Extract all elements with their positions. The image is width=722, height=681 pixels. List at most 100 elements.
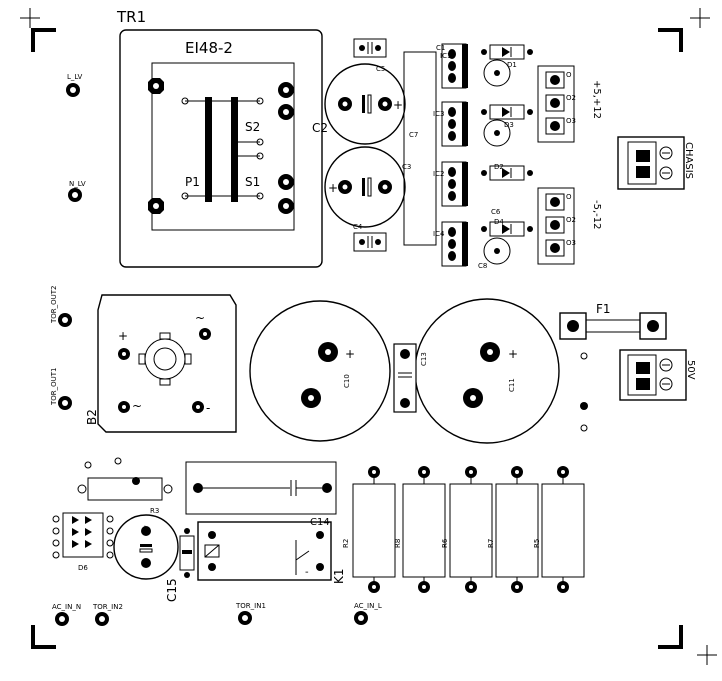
- c1-label: C1: [436, 44, 445, 52]
- c10-label: C10: [343, 374, 351, 388]
- svg-text:TOR_OUT2: TOR_OUT2: [50, 285, 58, 324]
- svg-text:AC_IN_N: AC_IN_N: [52, 603, 81, 611]
- c3-label: C3: [402, 163, 411, 171]
- transformer-tr1: TR1 EI48-2 S2 S1 P1: [116, 8, 323, 268]
- p1-label: P1: [185, 175, 200, 189]
- svg-text:O3: O3: [566, 239, 576, 247]
- capacitor-c14: C14: [185, 461, 337, 528]
- k1-label: K1: [332, 568, 346, 584]
- s2-label: S2: [245, 120, 260, 134]
- ei48-label: EI48-2: [185, 39, 233, 57]
- svg-text:AC_IN_L: AC_IN_L: [354, 602, 382, 610]
- svg-text:+: +: [393, 98, 403, 112]
- d2-label: D2: [494, 163, 504, 171]
- svg-text:TOR_IN1: TOR_IN1: [235, 602, 266, 610]
- capacitor-c11: + C11: [414, 298, 560, 444]
- regulator-ic4: IC4: [433, 221, 468, 267]
- diode-d1: D1: [481, 44, 533, 87]
- c2-label: C2: [312, 121, 328, 135]
- svg-text:~: ~: [132, 399, 142, 413]
- capacitor-c10: + C10: [249, 300, 391, 442]
- svg-text:+: +: [508, 347, 518, 361]
- r3-label: R3: [150, 507, 159, 515]
- relay-k1: - K1: [197, 521, 346, 584]
- svg-text:L_LV: L_LV: [67, 73, 83, 81]
- capacitor-c3: + C3: [324, 146, 411, 228]
- pin-tor-out1: TOR_OUT1: [50, 367, 72, 410]
- r5-label: R5: [533, 539, 541, 548]
- diode-d3: D3: [481, 104, 533, 147]
- r8-label: R8: [394, 539, 402, 548]
- c7-label: C7: [409, 131, 418, 139]
- pin-n-lv: N_LV: [68, 180, 86, 202]
- pin-ac-in-n: AC_IN_N: [52, 603, 81, 626]
- c6-label: C6: [491, 208, 501, 216]
- svg-text:+: +: [345, 347, 355, 361]
- c11-label: C11: [508, 378, 516, 392]
- ic2-label: IC2: [433, 170, 444, 178]
- regulator-ic1: IC1: [440, 43, 468, 89]
- svg-text:~: ~: [195, 311, 205, 325]
- bridge-rectifier-b2: + - ~ ~ B2: [85, 294, 237, 433]
- registration-cross-bottom-right: [697, 645, 717, 665]
- svg-text:-: -: [206, 401, 210, 415]
- registration-cross-top-left: [20, 8, 40, 28]
- f1-label: F1: [596, 302, 611, 316]
- d1-label: D1: [507, 61, 517, 69]
- b2-label: B2: [85, 409, 99, 425]
- tr1-outline: [119, 29, 323, 268]
- svg-text:TOR_OUT1: TOR_OUT1: [50, 367, 58, 406]
- ic3-label: IC3: [433, 110, 444, 118]
- diode-pack-d6: D6: [52, 512, 114, 572]
- r6-label: R6: [441, 538, 449, 548]
- pin-ac-in-l: AC_IN_L: [354, 602, 382, 625]
- regulator-ic2: IC2: [433, 161, 468, 207]
- chasis-label: CHASIS: [683, 142, 694, 179]
- capacitor-c13: C13: [393, 343, 428, 413]
- diode-d2: D2: [481, 163, 533, 181]
- svg-text:N_LV: N_LV: [69, 180, 86, 188]
- resistor-r2: R2: [342, 466, 396, 593]
- resistor-r7: R7: [487, 466, 539, 593]
- ic1-label: IC1: [440, 52, 451, 60]
- capacitor-c5: C5: [353, 38, 387, 73]
- c13-label: C13: [420, 352, 428, 366]
- resistor-r8: R8: [394, 466, 446, 593]
- registration-cross-top-right: [690, 8, 710, 28]
- pin-tor-in2: TOR_IN2: [92, 603, 123, 626]
- minus5-minus12-label: -5,-12: [591, 200, 602, 229]
- c5-label: C5: [376, 65, 385, 73]
- d4-label: D4: [494, 218, 504, 226]
- tr1-label: TR1: [116, 8, 146, 26]
- svg-text:+: +: [118, 329, 128, 343]
- svg-text:O: O: [566, 193, 572, 201]
- tr1-core: [151, 62, 295, 231]
- c4-label: C4: [353, 223, 363, 231]
- tr1-pads: [148, 78, 294, 214]
- connector-plus5-plus12: O O2 O3 +5,+12: [537, 65, 602, 143]
- svg-text:O: O: [566, 71, 572, 79]
- connector-minus5-minus12: O O2 O3 -5,-12: [537, 187, 602, 265]
- c15-label: C15: [165, 578, 179, 602]
- svg-text:+: +: [328, 181, 338, 195]
- s1-label: S1: [245, 175, 260, 189]
- fuse-f1: F1: [559, 302, 667, 432]
- capacitor-c15: + C15: [113, 514, 195, 602]
- regulator-ic3: IC3: [433, 101, 468, 147]
- resistor-r5: R5: [533, 466, 585, 593]
- diode-d4: D4 C8: [478, 218, 533, 270]
- d6-label: D6: [78, 564, 88, 572]
- pin-l-lv: L_LV: [66, 73, 83, 97]
- svg-text:O2: O2: [566, 94, 576, 102]
- svg-text:TOR_IN2: TOR_IN2: [92, 603, 123, 611]
- resistor-r6: R6: [441, 466, 493, 593]
- pin-tor-out2: TOR_OUT2: [50, 285, 72, 327]
- svg-text:+: +: [142, 524, 148, 532]
- r2-label: R2: [342, 539, 350, 548]
- 50v-label: 50V: [685, 360, 696, 380]
- heatsink-outline: [403, 51, 437, 246]
- capacitor-c2: + C2: [312, 63, 406, 145]
- svg-text:-: -: [305, 567, 309, 578]
- resistor-r3: R3: [77, 457, 173, 515]
